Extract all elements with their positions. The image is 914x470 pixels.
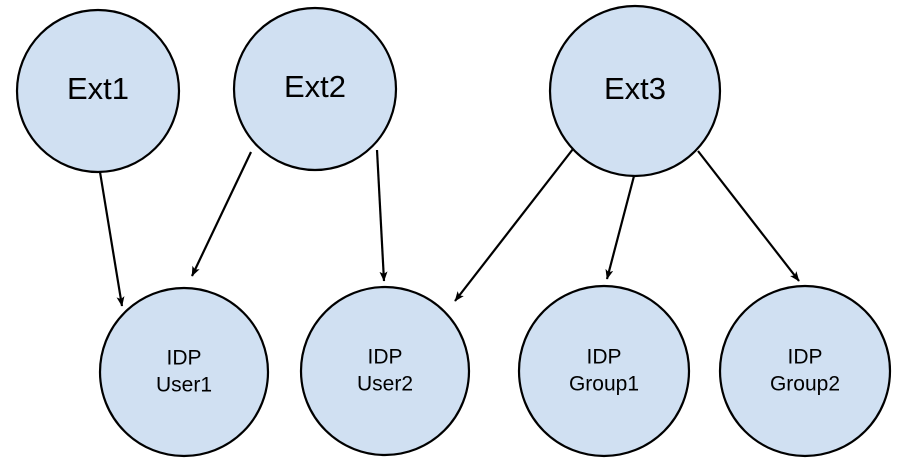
node-label-line: Ext3	[604, 71, 666, 106]
node-shape-user2[interactable]	[299, 285, 471, 457]
node-ext2[interactable]: Ext2	[232, 6, 398, 172]
edge-ext2-to-user1	[191, 151, 252, 277]
edge-ext3-to-user2	[454, 148, 574, 302]
node-shape-ext1[interactable]	[15, 8, 181, 174]
node-label-line: Ext2	[284, 69, 346, 104]
node-shape-ext2[interactable]	[232, 6, 398, 172]
node-label-ext1: Ext1	[67, 71, 129, 106]
node-group2[interactable]: IDP Group2	[718, 284, 892, 458]
node-shape-ext3[interactable]	[548, 4, 722, 178]
edge-ext3-to-group2	[697, 150, 800, 282]
node-label-line: Ext1	[67, 71, 129, 106]
node-label-line: User2	[357, 372, 413, 395]
node-shape-user1[interactable]	[98, 286, 270, 458]
node-label-line: Group2	[770, 372, 840, 395]
node-label-group2: IDP Group2	[770, 345, 840, 395]
node-label-line: Group1	[569, 372, 639, 395]
edge-ext2-to-user2	[375, 149, 388, 282]
node-user1[interactable]: IDP User1	[98, 286, 270, 458]
node-label-ext2: Ext2	[284, 69, 346, 104]
node-label-user1: IDP User1	[156, 346, 212, 396]
node-label-group1: IDP Group1	[569, 345, 639, 395]
edge-ext1-to-user1	[98, 171, 125, 307]
node-label-user2: IDP User2	[357, 345, 413, 395]
node-label-ext3: Ext3	[604, 71, 666, 106]
node-ext3[interactable]: Ext3	[548, 4, 722, 178]
node-shape-group1[interactable]	[517, 284, 691, 458]
node-label-line: IDP	[586, 345, 621, 368]
edge-ext3-to-group1	[605, 175, 636, 280]
node-user2[interactable]: IDP User2	[299, 285, 471, 457]
node-ext1[interactable]: Ext1	[15, 8, 181, 174]
edges-layer	[98, 148, 800, 307]
node-label-line: IDP	[787, 345, 822, 368]
node-shape-group2[interactable]	[718, 284, 892, 458]
node-label-line: User1	[156, 373, 212, 396]
node-label-line: IDP	[166, 346, 201, 369]
node-label-line: IDP	[367, 345, 402, 368]
node-group1[interactable]: IDP Group1	[517, 284, 691, 458]
